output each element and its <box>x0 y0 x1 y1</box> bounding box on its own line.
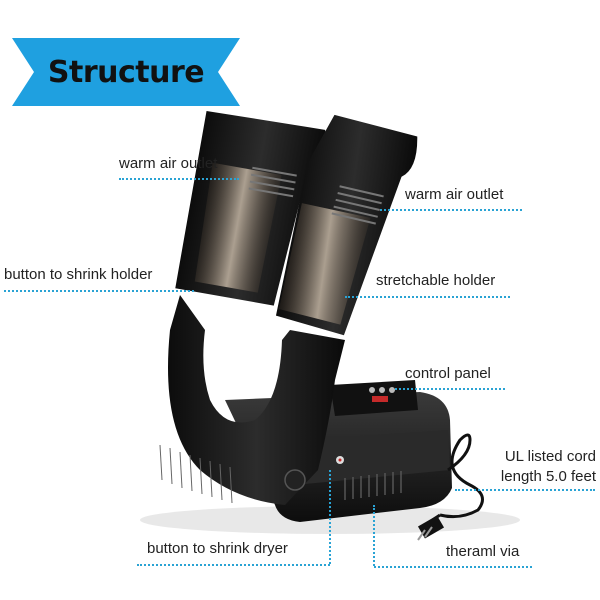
label-stretchable-holder: stretchable holder <box>376 272 496 289</box>
leader-warm-air-outlet-right <box>380 209 522 211</box>
label-ul-cord-line1: UL listed cord <box>504 448 596 465</box>
leader-warm-air-outlet-left <box>119 178 239 180</box>
label-control-panel: control panel <box>405 365 491 382</box>
label-warm-air-outlet-left: warm air outlet <box>119 155 218 172</box>
heading-banner <box>12 38 240 106</box>
leader-stretchable-holder <box>345 296 510 298</box>
page-title: Structure <box>47 54 205 90</box>
leader-thermal-via-vertical <box>373 505 375 566</box>
leader-thermal-via <box>374 566 532 568</box>
leader-button-to-shrink-holder <box>4 290 194 292</box>
label-button-to-shrink-holder: button to shrink holder <box>4 266 153 283</box>
leader-button-to-shrink-dryer-vertical <box>329 470 331 564</box>
label-warm-air-outlet-right: warm air outlet <box>405 186 504 203</box>
leader-control-panel <box>395 388 505 390</box>
leader-ul-cord <box>455 489 595 491</box>
label-thermal-via: theraml via <box>446 543 520 560</box>
label-button-to-shrink-dryer: button to shrink dryer <box>147 540 288 557</box>
leader-button-to-shrink-dryer <box>137 564 330 566</box>
label-ul-cord-line2: length 5.0 feet <box>500 468 596 485</box>
